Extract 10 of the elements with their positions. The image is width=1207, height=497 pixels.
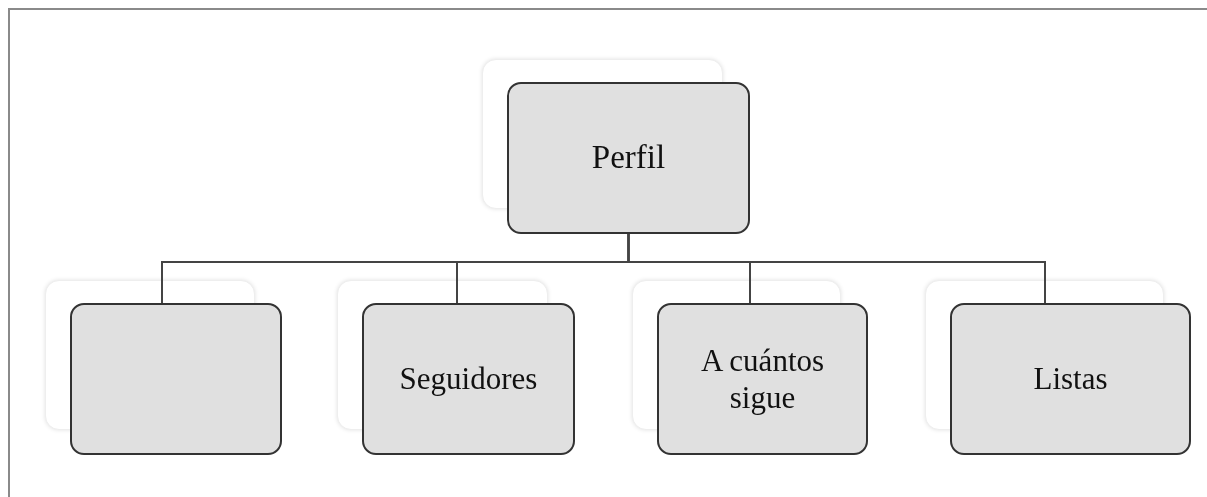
process-box — [657, 303, 868, 455]
process-box — [950, 303, 1191, 455]
process-box — [70, 303, 282, 455]
process-box — [362, 303, 575, 455]
node-label: Seguidores — [399, 360, 538, 398]
node-label: Listas — [1033, 360, 1108, 398]
node-label: A cuántos sigue — [699, 341, 826, 417]
process-box — [507, 82, 750, 234]
connector-line — [627, 233, 1046, 304]
node-label: Perfil — [591, 138, 666, 178]
